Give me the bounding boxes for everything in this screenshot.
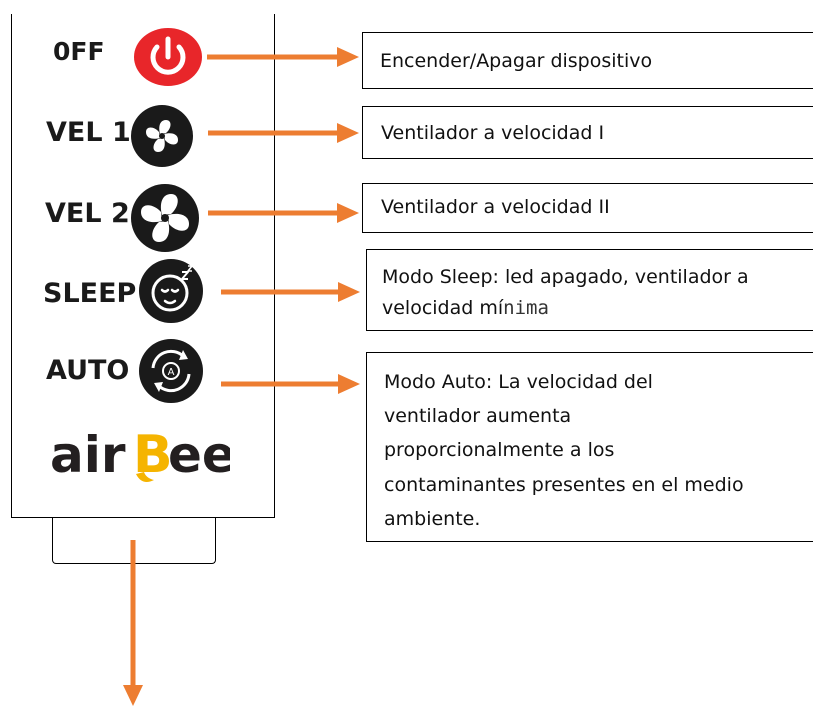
logo-bee-tail	[136, 472, 154, 482]
callout-vel1-text: Ventilador a velocidad I	[381, 122, 605, 144]
callout-vel2-text: Ventilador a velocidad II	[381, 196, 610, 218]
arrow-vel2	[208, 203, 359, 223]
callout-vel1: Ventilador a velocidad I	[362, 106, 813, 159]
auto-button[interactable]: A	[138, 338, 204, 404]
callout-power: Encender/Apagar dispositivo	[362, 32, 813, 89]
sleep-face-icon	[139, 259, 203, 323]
fan-icon	[131, 105, 193, 167]
callout-sleep-line1: Modo Sleep: led apagado, ventilador a	[382, 266, 749, 288]
label-vel2: VEL 2	[45, 198, 130, 229]
arrow-sleep	[221, 282, 360, 302]
callout-sleep-line2a: velocidad mí	[382, 297, 504, 319]
logo-text-air: air	[50, 426, 126, 484]
callout-auto-line5: ambiente.	[384, 508, 481, 530]
vel1-button[interactable]	[130, 104, 194, 168]
remote-panel	[11, 14, 275, 518]
svg-text:A: A	[168, 367, 175, 378]
vel2-button[interactable]	[130, 183, 200, 253]
callout-auto-line4: contaminantes presentes en el medio	[384, 474, 744, 496]
arrow-power	[207, 47, 359, 67]
label-sleep: SLEEP	[43, 278, 137, 309]
callout-power-text: Encender/Apagar dispositivo	[380, 50, 653, 72]
fan-icon	[131, 184, 199, 252]
callout-sleep: Modo Sleep: led apagado, ventilador a ve…	[366, 249, 813, 331]
power-icon	[134, 28, 202, 86]
power-button[interactable]	[133, 27, 203, 87]
callout-auto: Modo Auto: La velocidad del ventilador a…	[366, 352, 813, 542]
airbee-logo: air B ee	[50, 425, 230, 485]
label-vel1: VEL 1	[46, 117, 131, 148]
arrow-down	[123, 540, 143, 706]
callout-auto-line1: Modo Auto: La velocidad del	[384, 371, 653, 393]
arrow-vel1	[208, 123, 359, 143]
sleep-button[interactable]	[138, 258, 204, 324]
logo-text-ee: ee	[168, 426, 230, 484]
label-off: 0FF	[53, 37, 105, 66]
callout-vel2: Ventilador a velocidad II	[362, 183, 813, 233]
auto-cycle-icon: A	[139, 339, 203, 403]
callout-auto-line2: ventilador aumenta	[384, 405, 572, 427]
arrow-auto	[221, 374, 360, 394]
callout-sleep-line2: velocidad mínima	[382, 297, 549, 319]
label-auto: AUTO	[46, 355, 130, 386]
callout-sleep-line2b: nima	[503, 297, 549, 319]
callout-auto-line3: proporcionalmente a los	[384, 439, 615, 461]
